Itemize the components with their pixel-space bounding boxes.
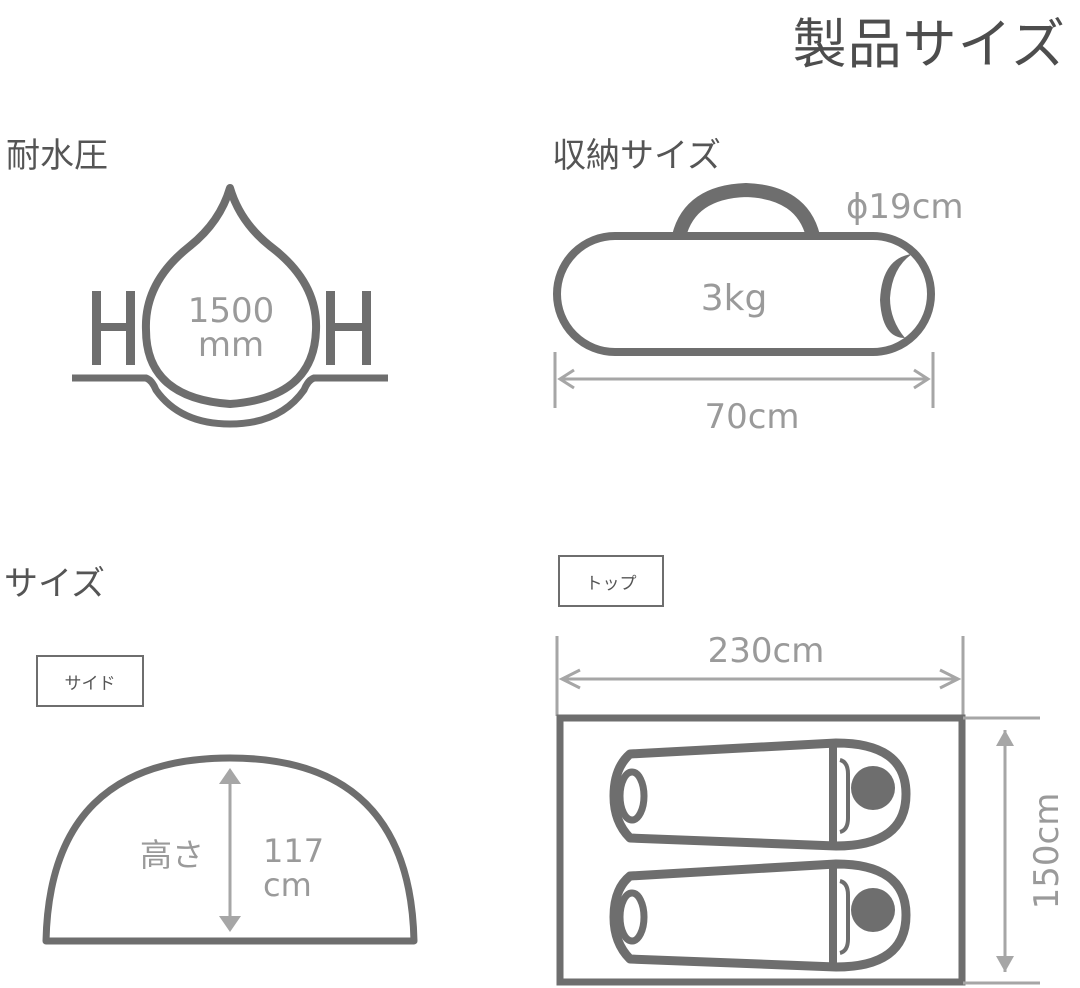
water-pressure-unit: mm bbox=[198, 325, 264, 365]
storage-bag-icon bbox=[553, 182, 935, 356]
side-view-tag: サイド bbox=[36, 655, 144, 707]
top-depth: 150cm bbox=[1027, 793, 1067, 910]
height-dimension-arrow bbox=[219, 768, 241, 932]
storage-weight: 3kg bbox=[701, 278, 768, 319]
storage-diameter: ϕ19cm bbox=[846, 187, 964, 227]
top-view-tag: トップ bbox=[558, 555, 664, 607]
side-view-label: サイド bbox=[64, 673, 116, 694]
h-letter-left-icon bbox=[92, 291, 135, 365]
top-view-label: トップ bbox=[585, 573, 637, 594]
water-drop-icon bbox=[72, 184, 388, 428]
size-label: サイズ bbox=[4, 564, 105, 604]
top-width: 230cm bbox=[708, 631, 825, 671]
water-pressure-label: 耐水圧 bbox=[6, 136, 108, 176]
width-dimension bbox=[555, 636, 965, 716]
water-pressure-value: 1500 bbox=[188, 291, 275, 331]
h-letter-right-icon bbox=[326, 291, 371, 365]
page-title: 製品サイズ bbox=[792, 13, 1066, 76]
height-value: 117 bbox=[263, 832, 324, 870]
height-unit: cm bbox=[263, 866, 312, 904]
depth-dimension bbox=[963, 716, 1040, 985]
storage-length: 70cm bbox=[704, 397, 799, 437]
sleeping-bag-icon bbox=[609, 859, 911, 972]
storage-length-dimension bbox=[553, 352, 935, 408]
storage-size-label: 収納サイズ bbox=[552, 136, 721, 176]
height-label: 高さ bbox=[140, 836, 204, 874]
sleeping-bag-icon bbox=[609, 738, 911, 851]
